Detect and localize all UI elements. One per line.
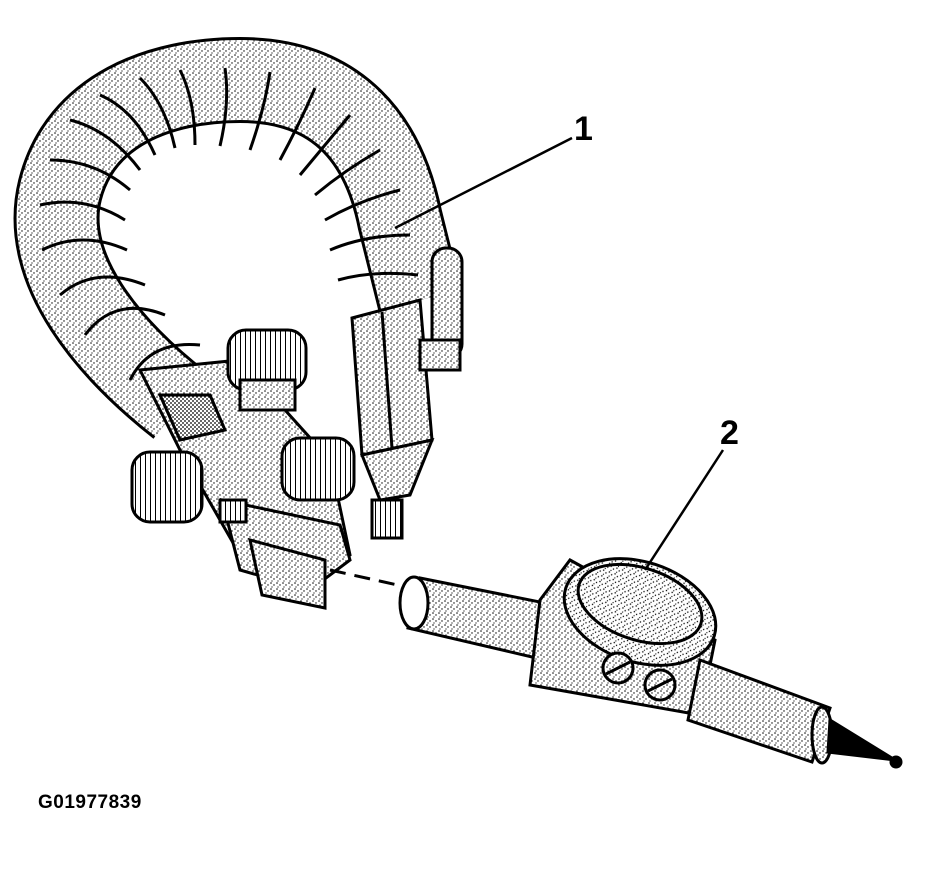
dial-indicator — [398, 557, 903, 769]
arm-end-fitting — [350, 246, 464, 540]
clamp-assembly — [130, 328, 356, 610]
callout-leaders — [394, 136, 725, 571]
callout-label-2: 2 — [720, 414, 739, 452]
callout-label-1: 1 — [574, 110, 593, 148]
flexible-arm — [13, 36, 462, 439]
figure-id: G01977839 — [38, 792, 142, 813]
leader-line-2 — [643, 449, 725, 571]
leader-line-1 — [394, 136, 573, 230]
